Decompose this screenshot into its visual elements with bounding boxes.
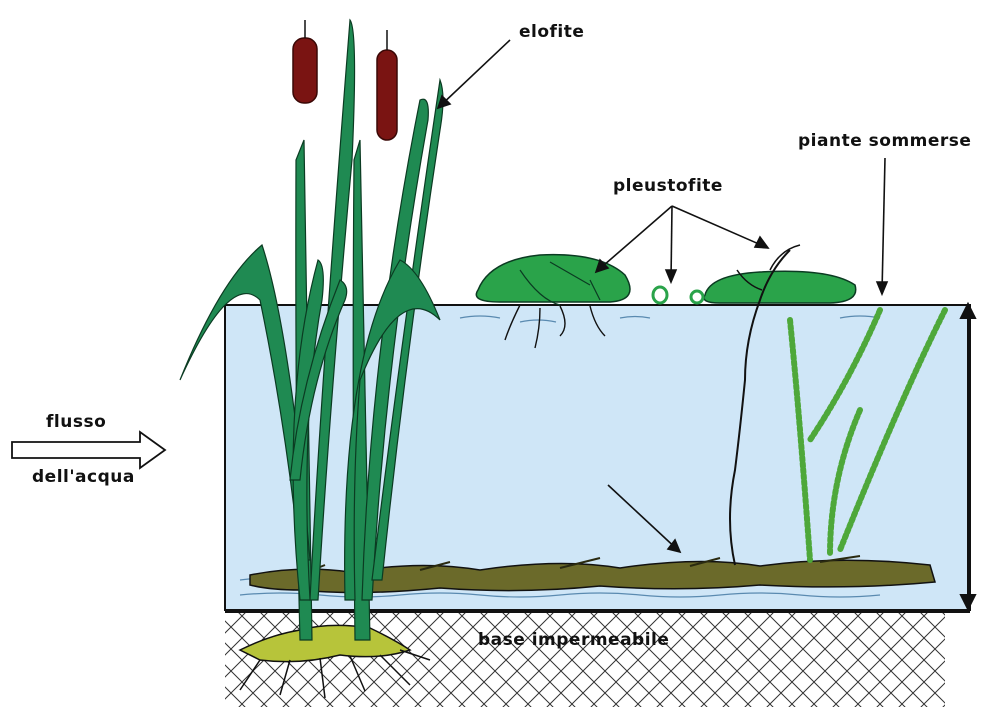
label-piante-sommerse: piante sommerse [798, 131, 971, 151]
label-pleustofite: pleustofite [613, 176, 723, 196]
label-base-impermeabile: base impermeabile [478, 630, 669, 650]
label-elofite: elofite [519, 22, 584, 42]
label-dell-acqua: dell'acqua [32, 467, 135, 487]
flow-arrow [12, 432, 165, 468]
label-flusso: flusso [46, 412, 106, 432]
